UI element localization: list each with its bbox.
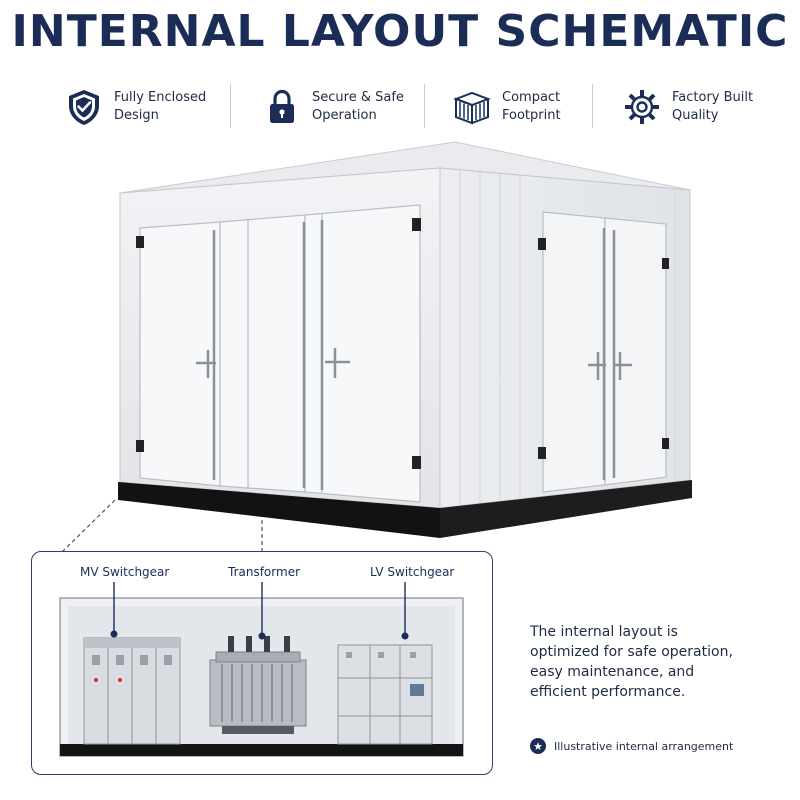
container-icon: [453, 91, 491, 125]
layout-description: The internal layout is optimized for saf…: [530, 624, 733, 700]
internal-schematic: [59, 582, 464, 757]
side-door-hinges: [538, 238, 669, 459]
feature-compact: Compact Footprint: [452, 78, 561, 136]
label-transformer: Transformer: [228, 565, 301, 579]
side-doors: [542, 211, 667, 493]
container-base-side: [440, 480, 692, 538]
star-icon: ★: [530, 738, 546, 754]
page-title: INTERNAL LAYOUT SCHEMATIC: [11, 6, 789, 57]
gear-icon: [625, 90, 659, 124]
container-illustration: [61, 141, 692, 553]
padlock-icon: [270, 89, 294, 123]
container-base-front: [118, 482, 440, 538]
shield-check-icon: [69, 90, 99, 125]
door-hinges: [136, 218, 421, 469]
lv-switchgear-cabinets: [337, 644, 433, 745]
front-doors: [139, 204, 421, 503]
leader-lines: [61, 499, 263, 553]
feature-label: Fully Enclosed Design: [114, 90, 207, 123]
door-handles: [196, 220, 350, 490]
transformer-unit: [209, 636, 307, 734]
label-mv-switchgear: MV Switchgear: [80, 565, 170, 579]
feature-label: Secure & Safe Operation: [312, 90, 404, 123]
illustrative-note: ★ Illustrative internal arrangement: [530, 738, 733, 754]
divider: [230, 84, 231, 128]
container-corrugation: [459, 170, 676, 505]
divider: [592, 84, 593, 128]
label-lv-switchgear: LV Switchgear: [370, 565, 455, 579]
feature-factory-built: Factory Built Quality: [622, 78, 753, 136]
divider: [424, 84, 425, 128]
label-pointers: [113, 582, 406, 634]
feature-secure-safe: Secure & Safe Operation: [262, 78, 404, 136]
cutaway-floor: [60, 744, 463, 756]
side-door-handles: [588, 228, 632, 480]
feature-bar: Fully Enclosed Design Secure & Safe Oper…: [50, 78, 770, 136]
feature-label: Compact Footprint: [502, 90, 561, 123]
feature-fully-enclosed: Fully Enclosed Design: [64, 78, 206, 136]
feature-label: Factory Built Quality: [672, 90, 754, 123]
mv-switchgear-cabinets: [83, 637, 181, 745]
note-text: Illustrative internal arrangement: [554, 739, 734, 753]
